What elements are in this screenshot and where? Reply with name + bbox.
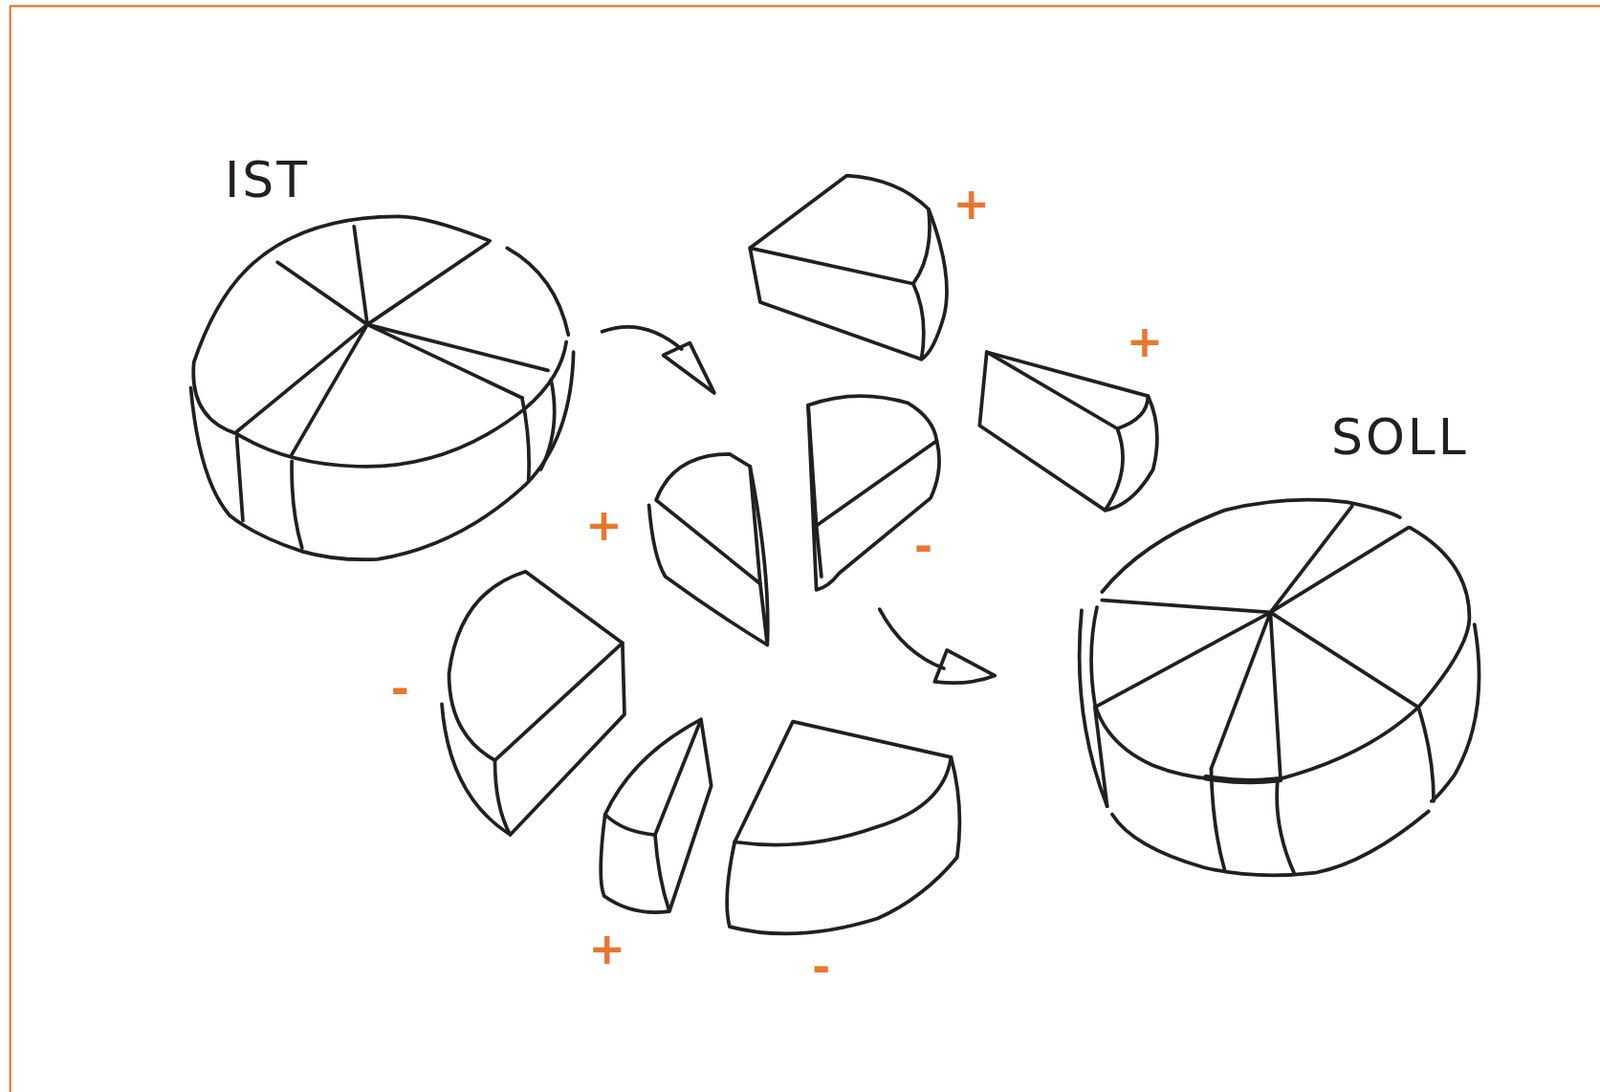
minus-sign: - [914, 524, 933, 569]
plus-sign: + [585, 503, 623, 548]
pie-title: SOLL [1331, 412, 1469, 462]
plus-sign: + [1126, 319, 1164, 364]
minus-sign: - [811, 944, 831, 989]
minus-sign: - [391, 666, 410, 711]
plus-sign: + [589, 926, 627, 971]
plus-sign: + [952, 181, 990, 226]
pie-title: IST [224, 154, 310, 205]
